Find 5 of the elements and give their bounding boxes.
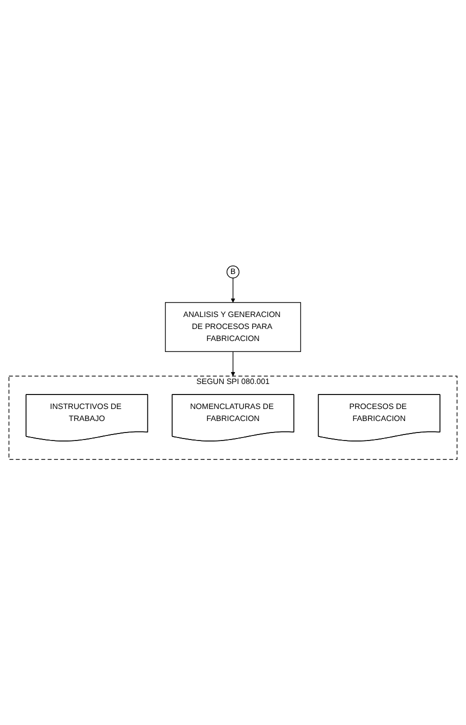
node-circle xyxy=(226,265,240,278)
arrow xyxy=(230,351,236,376)
cluster xyxy=(8,376,458,460)
node-box xyxy=(164,302,302,352)
arrow xyxy=(230,277,236,303)
